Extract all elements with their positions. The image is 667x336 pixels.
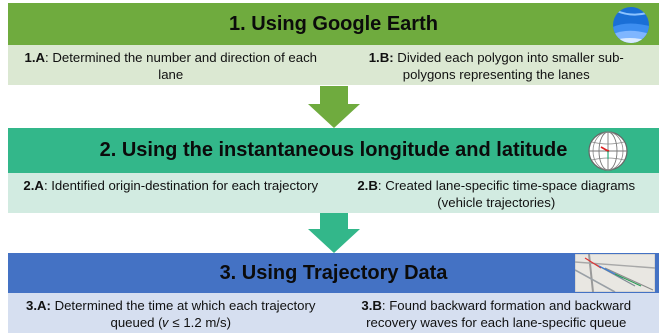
step-1b: 1.B: Divided each polygon into smaller s… <box>334 45 660 85</box>
step-3a: 3.A: Determined the time at which each t… <box>8 293 334 333</box>
step-1-title: 1. Using Google Earth <box>229 12 438 35</box>
step-2b: 2.B: Created lane-specific time-space di… <box>334 173 660 213</box>
trajectory-map-icon <box>575 254 655 292</box>
step-3b-text: : Found backward formation and backward … <box>366 298 632 330</box>
step-1a-label: 1.A <box>24 50 46 65</box>
step-2a-label: 2.A <box>23 178 44 193</box>
step-3-header: 3. Using Trajectory Data <box>8 253 659 293</box>
step-3b-label: 3.B <box>361 298 382 313</box>
step-1b-label: 1.B: <box>368 50 394 65</box>
google-earth-icon <box>613 7 649 43</box>
down-arrow-1 <box>308 86 360 128</box>
step-2-details: 2.A: Identified origin-destination for e… <box>8 173 659 213</box>
down-arrow-2 <box>308 213 360 253</box>
step-1-details: 1.A: Determined the number and direction… <box>8 45 659 85</box>
step-2a-text: : Identified origin-destination for each… <box>43 178 319 193</box>
step-3a-text: Determined the time at which each trajec… <box>50 298 316 330</box>
step-1a-text: : Determined the number and direction of… <box>45 50 317 82</box>
step-2-title: 2. Using the instantaneous longitude and… <box>99 139 568 161</box>
step-3-title: 3. Using Trajectory Data <box>219 261 448 284</box>
step-3a-label: 3.A: <box>25 298 51 313</box>
step-2b-label: 2.B <box>357 178 378 193</box>
step-3b: 3.B: Found backward formation and backwa… <box>334 293 660 333</box>
step-2b-text: : Created lane-specific time-space diagr… <box>377 178 636 210</box>
step-1-header: 1. Using Google Earth <box>8 3 659 45</box>
step-1b-text: Divided each polygon into smaller sub-po… <box>393 50 624 82</box>
step-2-header: 2. Using the instantaneous longitude and… <box>8 128 659 173</box>
step-2a: 2.A: Identified origin-destination for e… <box>8 173 334 213</box>
step-1a: 1.A: Determined the number and direction… <box>8 45 334 85</box>
globe-grid-icon <box>588 131 628 171</box>
step-3-details: 3.A: Determined the time at which each t… <box>8 293 659 333</box>
